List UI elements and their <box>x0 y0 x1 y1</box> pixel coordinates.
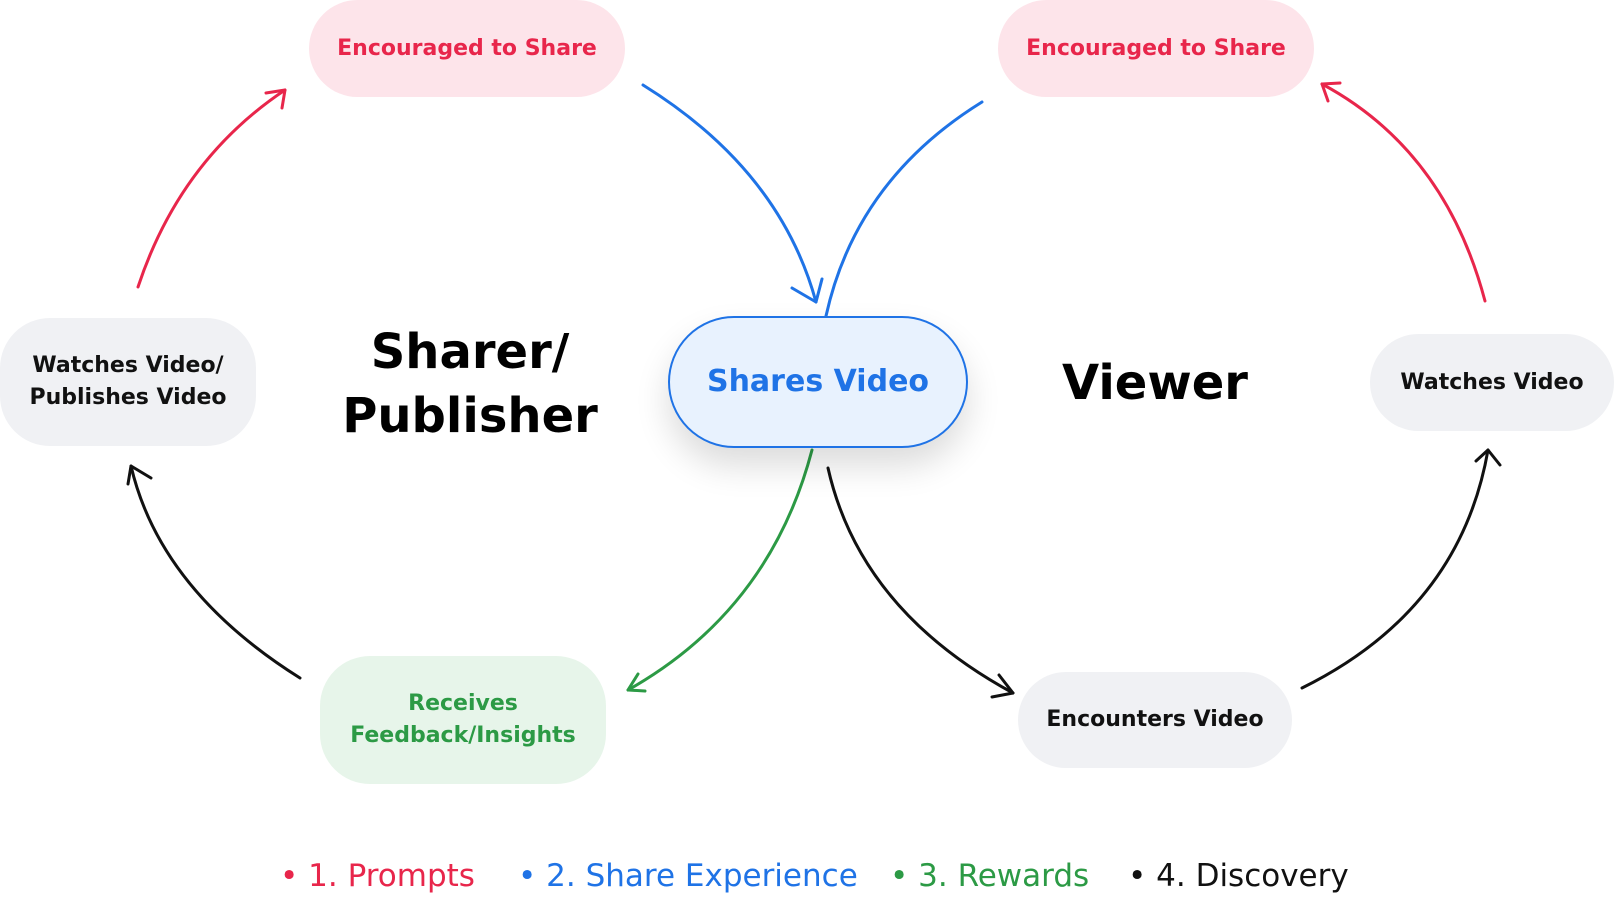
receives-feedback-insights: Receives Feedback/Insights <box>320 656 606 784</box>
encounters-video: Encounters Video <box>1018 672 1292 768</box>
shares-video-label: Shares Video <box>706 364 930 399</box>
watches-publishes-video-label: Watches Video/ Publishes Video <box>29 353 227 410</box>
viewer-heading: Viewer <box>1062 355 1248 411</box>
legend-dot-rewards: • <box>890 858 919 894</box>
legend-dot-prompts: • <box>280 858 309 894</box>
arrow-share-viewer <box>824 100 984 318</box>
encouraged-to-share-viewer-label: Encouraged to Share <box>1026 35 1286 61</box>
sharer-publisher-heading: Sharer/ Publisher <box>342 324 598 444</box>
legend-item-rewards: • 3. Rewards <box>890 856 1089 896</box>
arrowhead-prompt-sharer <box>264 88 287 110</box>
legend-label-share-experience: 2. Share Experience <box>546 858 858 894</box>
arrowhead-reward <box>626 672 647 693</box>
arrow-prompt-viewer <box>1320 82 1487 303</box>
legend-label-discovery: 4. Discovery <box>1156 858 1349 894</box>
encouraged-to-share-viewer: Encouraged to Share <box>998 0 1314 97</box>
watches-publishes-video: Watches Video/ Publishes Video <box>0 318 256 446</box>
legend-item-discovery: • 4. Discovery <box>1128 856 1349 896</box>
arrowhead-discovery-sharer <box>126 464 153 486</box>
encouraged-to-share-sharer-label: Encouraged to Share <box>337 35 597 61</box>
shares-video: Shares Video <box>668 316 968 448</box>
watches-video-viewer: Watches Video <box>1370 334 1614 431</box>
legend-item-prompts: • 1. Prompts <box>280 856 475 896</box>
arrow-reward <box>626 448 814 692</box>
arrow-share-sharer <box>641 83 818 304</box>
receives-feedback-label: Receives Feedback/Insights <box>350 691 576 748</box>
legend-label-rewards: 3. Rewards <box>918 858 1090 894</box>
legend-label-prompts: 1. Prompts <box>308 858 475 894</box>
arrowhead-prompt-viewer <box>1320 81 1342 103</box>
arrow-prompt-sharer <box>136 88 287 289</box>
arrowhead-share-sharer <box>790 277 824 304</box>
legend-dot-share-experience: • <box>518 858 547 894</box>
arrowhead-discovery-encounter <box>990 673 1015 699</box>
encounters-video-label: Encounters Video <box>1046 707 1264 732</box>
watches-video-viewer-label: Watches Video <box>1400 369 1584 395</box>
legend-dot-discovery: • <box>1128 858 1157 894</box>
arrow-discovery-sharer <box>129 464 302 680</box>
arrow-discovery-encounter <box>826 466 1015 695</box>
legend-item-share-experience: • 2. Share Experience <box>518 856 858 896</box>
arrowhead-discovery-viewer <box>1474 448 1502 467</box>
encouraged-to-share-sharer: Encouraged to Share <box>309 0 625 97</box>
arrow-discovery-viewer <box>1300 448 1490 690</box>
